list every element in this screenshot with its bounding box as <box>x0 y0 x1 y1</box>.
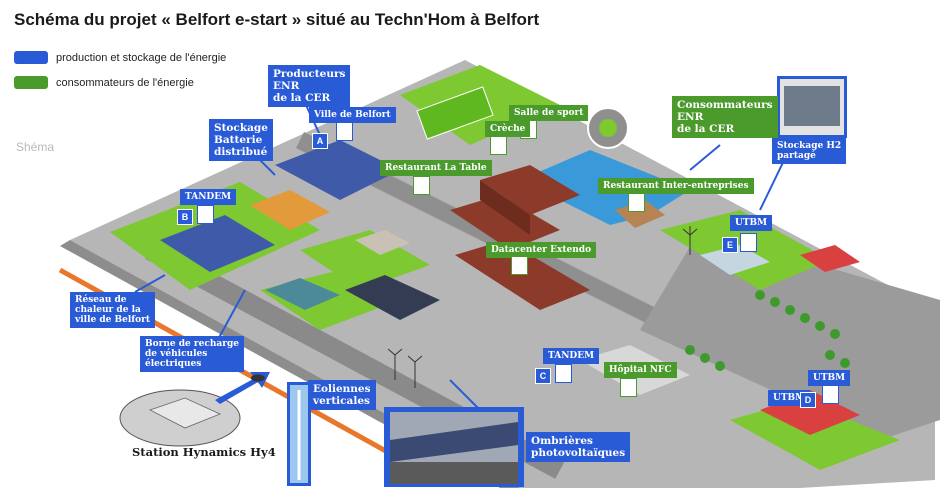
label-line: partagé <box>777 151 816 161</box>
building-brick-1 <box>480 165 580 215</box>
building-gray <box>355 230 410 255</box>
label-utbm-d1: UTBM <box>768 390 811 406</box>
label-line: de la CER <box>677 123 735 135</box>
label-line: ville de Belfort <box>75 315 151 325</box>
label-station: Station Hynamics Hy4 <box>132 445 276 459</box>
legend-consumer: consommateurs de l'énergie <box>14 76 194 89</box>
label-line: chaleur de la <box>75 305 141 315</box>
wind-turbine-2 <box>387 348 403 380</box>
wind-turbine-3 <box>407 355 423 388</box>
label-line: Réseau de <box>75 295 127 305</box>
label-line: de la CER <box>273 92 331 104</box>
legend-production: production et stockage de l'énergie <box>14 51 226 64</box>
trees-south <box>685 345 850 371</box>
label-restaurant-inter: Restaurant Inter-entreprises <box>598 178 754 194</box>
badge-d: D <box>800 392 816 408</box>
label-line: Producteurs <box>273 68 346 80</box>
label-datacenter: Datacenter Extendo <box>486 242 597 258</box>
label-line: électriques <box>145 359 202 369</box>
building-orange <box>250 190 330 230</box>
badge-e: E <box>722 237 738 253</box>
label-line: verticales <box>313 395 370 407</box>
label-line: photovoltaïques <box>531 447 626 459</box>
station-building <box>148 397 222 429</box>
building-brick-1-front <box>480 180 530 235</box>
label-line: Ombrières <box>531 435 593 447</box>
badge-a: A <box>312 133 328 149</box>
legend-swatch-consumer <box>14 76 48 89</box>
building-solar-a <box>275 140 400 200</box>
building-utbm-e <box>700 245 770 275</box>
label-line: Eoliennes <box>313 383 371 395</box>
badge-b: B <box>177 209 193 225</box>
plug-icon <box>511 256 528 275</box>
power-icon <box>822 385 839 404</box>
grass-d <box>730 400 900 470</box>
building-solar-b <box>160 215 275 272</box>
plug-icon <box>413 176 430 195</box>
label-restaurant-la-table: Restaurant La Table <box>380 160 492 176</box>
badge-c: C <box>535 368 551 384</box>
label-line: Stockage H2 <box>777 141 842 151</box>
label-line: Batterie <box>214 134 263 146</box>
power-icon <box>555 364 572 383</box>
label-tandem-c: TANDEM <box>543 348 600 364</box>
legend-label-consumer: consommateurs de l'énergie <box>56 76 194 89</box>
label-line: distribué <box>214 146 268 158</box>
plug-icon <box>628 193 645 212</box>
wind-turbine-1 <box>682 226 698 255</box>
label-line: Consommateurs <box>677 99 773 111</box>
building-restaurant <box>615 200 665 228</box>
label-line: de véhicules <box>145 349 208 359</box>
building-teal <box>265 278 340 310</box>
label-utbm-e: UTBM <box>730 215 773 231</box>
label-line: Stockage <box>214 122 268 134</box>
plug-icon <box>620 378 637 397</box>
label-ville-belfort: Ville de Belfort <box>309 107 396 123</box>
power-icon <box>740 233 757 252</box>
label-line: Borne de recharge <box>145 339 239 349</box>
plug-icon <box>490 136 507 155</box>
trees-east <box>755 290 840 339</box>
label-salle-de-sport: Salle de sport <box>509 105 589 121</box>
page-title: Schéma du projet « Belfort e-start » sit… <box>14 10 540 29</box>
legend-label-production: production et stockage de l'énergie <box>56 51 227 64</box>
legend-swatch-production <box>14 51 48 64</box>
power-icon <box>197 205 214 224</box>
football-pitch <box>416 86 494 140</box>
parking-right <box>640 230 940 440</box>
label-line: ENR <box>677 111 704 123</box>
grass-center <box>300 230 430 290</box>
building-brick-2 <box>450 195 560 250</box>
label-creche: Crèche <box>485 121 531 137</box>
watermark: Shéma <box>16 140 55 154</box>
building-red-shed <box>800 245 860 272</box>
label-tandem-b: TANDEM <box>180 189 237 205</box>
label-hopital: Hôpital NFC <box>604 362 677 378</box>
power-icon <box>336 122 353 141</box>
label-line: ENR <box>273 80 300 92</box>
building-dark <box>345 275 440 320</box>
label-utbm-d2: UTBM <box>808 370 851 386</box>
